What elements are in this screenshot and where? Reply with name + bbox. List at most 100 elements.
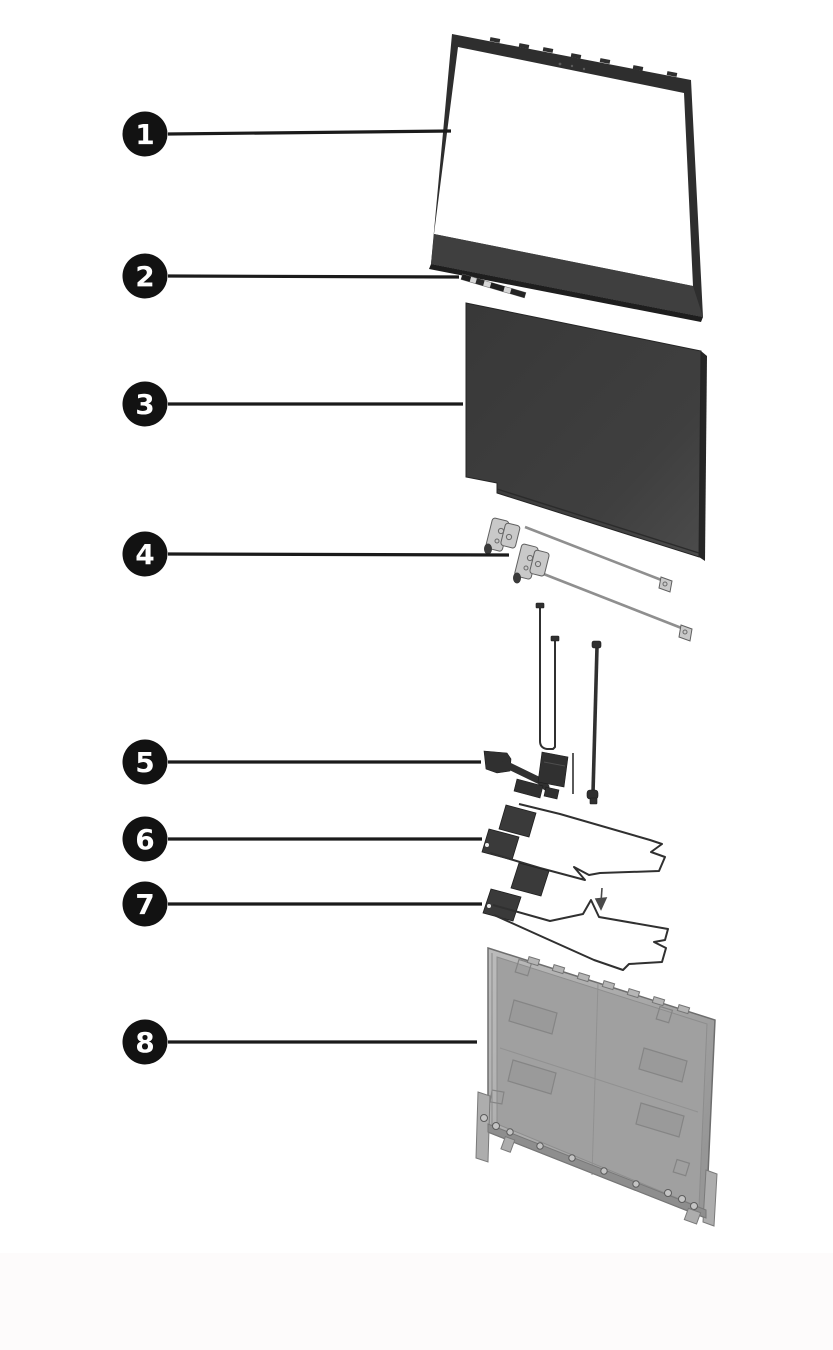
cable-board-pad xyxy=(537,751,569,788)
screw-boss xyxy=(551,964,566,975)
antenna-pad-dot xyxy=(487,904,491,908)
screw-hole xyxy=(534,560,542,568)
screw-boss xyxy=(626,988,641,999)
screw-boss xyxy=(576,972,591,983)
bezel-bump xyxy=(489,37,501,43)
hinge-foot-hole xyxy=(682,629,688,635)
cable-connector-tab xyxy=(543,786,560,800)
callout-2: 2 xyxy=(122,253,168,299)
panel-bottom-edge xyxy=(496,488,700,554)
cover-top-rim-bosses xyxy=(526,956,691,1015)
part-display-cable xyxy=(483,602,602,805)
antenna-pad-dot xyxy=(485,843,489,847)
arrow-marker-icon xyxy=(594,887,608,911)
cable-coax-tip xyxy=(589,797,598,805)
callout-5-circle xyxy=(122,739,168,785)
panel-front xyxy=(465,302,702,558)
callout-1-number: 1 xyxy=(135,118,154,151)
part-antenna-aux xyxy=(482,862,669,971)
screw-hole xyxy=(505,533,513,541)
camera-mark xyxy=(558,62,562,66)
part-back-cover xyxy=(475,946,718,1227)
hinge-barrel xyxy=(513,572,521,584)
part-camera-module xyxy=(460,273,527,299)
leader-line-1 xyxy=(167,129,452,136)
leader-line-4 xyxy=(167,552,510,557)
callout-7-circle xyxy=(122,881,168,927)
screw-boss xyxy=(526,956,541,967)
callout-7-number: 7 xyxy=(135,888,154,921)
cable-connector-plug xyxy=(513,778,544,799)
cable-connector-cluster xyxy=(483,750,569,800)
callout-8-circle xyxy=(122,1019,168,1065)
hinge-foot-hole xyxy=(662,581,668,587)
camera-strip-segment xyxy=(509,288,526,298)
part-antenna-main xyxy=(481,803,666,881)
callout-4-circle xyxy=(122,531,168,577)
hinge-bracket-plate xyxy=(529,549,550,577)
callout-6-circle xyxy=(122,816,168,862)
callout-1-circle xyxy=(122,111,168,157)
screw-hole xyxy=(494,538,500,544)
cover-bottom-screws xyxy=(480,1114,698,1210)
antenna-outline xyxy=(489,803,666,881)
cover-square-detail xyxy=(655,1005,674,1024)
hinge-barrel xyxy=(484,543,492,555)
cable-board-pad-line xyxy=(543,761,566,767)
callout-2-circle xyxy=(122,253,168,299)
hinge-arm-left-foot xyxy=(658,576,673,593)
bezel-bump xyxy=(518,43,530,49)
footer-tint-band xyxy=(0,1253,833,1350)
cable-wire-cap xyxy=(550,635,560,642)
cable-wire-loop xyxy=(539,607,556,750)
camera-strip-segment xyxy=(489,282,505,292)
screw-icon xyxy=(480,1114,488,1122)
panel-side-face xyxy=(699,351,707,561)
screw-icon xyxy=(678,1195,686,1203)
hinge-arm-left xyxy=(524,525,665,583)
callout-3-circle xyxy=(122,381,168,427)
cover-recess xyxy=(507,1059,557,1095)
callout-6: 6 xyxy=(122,816,168,862)
hinge-bracket-plate xyxy=(500,522,521,549)
bezel-top-bumps xyxy=(489,37,678,77)
screw-icon xyxy=(568,1154,576,1162)
callout-4-number: 4 xyxy=(135,538,154,571)
antenna-pad xyxy=(482,888,522,922)
callout-3-number: 3 xyxy=(135,388,154,421)
screw-icon xyxy=(664,1189,672,1197)
antenna-outline xyxy=(492,899,669,971)
leader-lines xyxy=(167,129,510,1044)
cover-square-detail xyxy=(672,1158,691,1177)
cover-square-detail xyxy=(514,958,533,977)
cover-recess xyxy=(508,999,558,1035)
arrow-head xyxy=(594,897,608,911)
callout-5-number: 5 xyxy=(135,746,154,779)
bezel-bump xyxy=(570,53,582,59)
callout-5: 5 xyxy=(122,739,168,785)
cover-left-hinge-flange xyxy=(475,1091,491,1163)
cable-coax-end-cap xyxy=(586,789,599,800)
bezel-bottom-lip xyxy=(429,264,703,322)
hinge-bracket-right xyxy=(513,543,550,584)
cover-recess xyxy=(638,1047,688,1083)
camera-strip-segment xyxy=(461,274,472,282)
bezel-bump xyxy=(632,65,644,71)
hinge-arm-right-foot xyxy=(678,624,693,642)
cover-bottom-tab xyxy=(500,1136,516,1153)
screw-hole xyxy=(526,554,534,562)
screw-boss xyxy=(651,996,666,1007)
callout-1: 1 xyxy=(122,111,168,157)
screw-icon xyxy=(632,1180,640,1188)
callout-6-number: 6 xyxy=(135,823,154,856)
screw-icon xyxy=(690,1202,698,1210)
cover-seam xyxy=(499,1047,699,1113)
screw-boss xyxy=(676,1004,691,1015)
bezel-chin xyxy=(431,234,703,317)
bezel-camera-marks xyxy=(558,62,586,71)
antenna-pad xyxy=(498,804,537,838)
part-hinge-kit xyxy=(484,517,693,642)
camera-mark xyxy=(570,64,574,68)
callouts: 1 2 3 4 5 6 7 8 xyxy=(122,111,168,1065)
